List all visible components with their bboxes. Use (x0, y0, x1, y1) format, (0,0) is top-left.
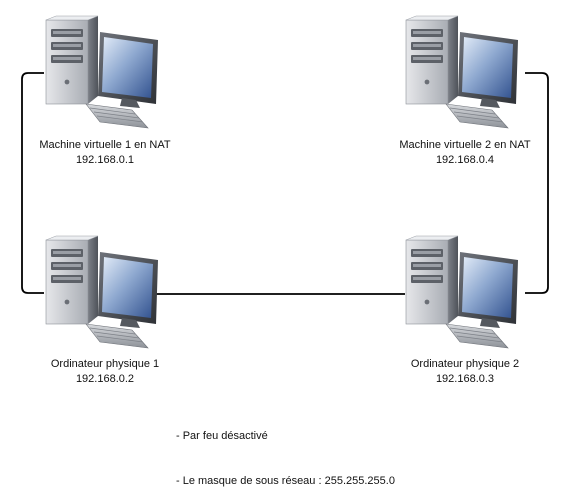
node-label-pc1: Ordinateur physique 1 192.168.0.2 (10, 357, 200, 387)
node-ip: 192.168.0.2 (75, 373, 135, 385)
node-ip: 192.168.0.1 (75, 154, 135, 166)
node-name: Ordinateur physique 2 (410, 358, 520, 370)
node-ip: 192.168.0.4 (435, 154, 495, 166)
note-subnet-mask: - Le masque de sous réseau : 255.255.255… (176, 475, 395, 487)
desktop-computer-icon (405, 15, 519, 129)
node-ip: 192.168.0.3 (435, 373, 495, 385)
network-diagram (21, 15, 549, 349)
notes: - Par feu désactivé - Le masque de sous … (176, 399, 395, 504)
desktop-computer-icon (405, 235, 519, 349)
node-label-vm1: Machine virtuelle 1 en NAT 192.168.0.1 (10, 138, 200, 168)
node-label-pc2: Ordinateur physique 2 192.168.0.3 (370, 357, 560, 387)
note-firewall: - Par feu désactivé (176, 430, 268, 442)
desktop-computer-icon (45, 235, 159, 349)
node-label-vm2: Machine virtuelle 2 en NAT 192.168.0.4 (370, 138, 560, 168)
link-vm1-pc1 (21, 72, 44, 294)
link-vm2-pc2 (525, 72, 549, 294)
node-name: Machine virtuelle 2 en NAT (399, 139, 531, 151)
desktop-computer-icon (45, 15, 159, 129)
node-name: Ordinateur physique 1 (50, 358, 160, 370)
node-name: Machine virtuelle 1 en NAT (39, 139, 171, 151)
